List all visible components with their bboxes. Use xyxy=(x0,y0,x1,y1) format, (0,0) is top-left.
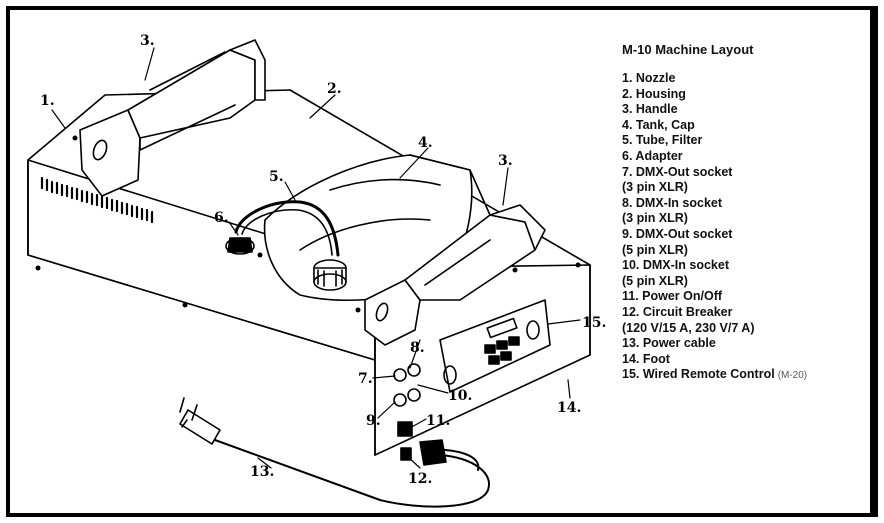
legend-item: 5. Tube, Filter xyxy=(622,133,703,148)
control-panel xyxy=(439,299,551,393)
legend-item: 8. DMX-In socket xyxy=(622,195,723,210)
callout-13: 13. xyxy=(250,464,274,480)
legend-item: (120 V/15 A, 230 V/7 A) xyxy=(622,320,755,335)
callout-3-left: 3. xyxy=(140,33,155,49)
legend-list: 1. Nozzle 2. Housing 3. Handle 4. Tank, … xyxy=(622,71,882,384)
legend-title: M-10 Machine Layout xyxy=(622,42,754,57)
legend-item: 4. Tank, Cap xyxy=(622,117,695,132)
legend-item: 2. Housing xyxy=(622,86,686,101)
legend-item: 14. Foot xyxy=(622,351,670,366)
callout-6: 6. xyxy=(214,210,229,226)
legend-item-remote-label: 15. Wired Remote Control xyxy=(622,367,775,382)
handle-right xyxy=(364,204,546,346)
legend-item: 13. Power cable xyxy=(622,336,716,351)
vent-slots xyxy=(40,176,154,224)
callout-4: 4. xyxy=(418,135,433,151)
legend-item: 11. Power On/Off xyxy=(622,289,723,304)
leader-lines xyxy=(51,47,581,469)
legend-item: 12. Circuit Breaker xyxy=(622,304,733,319)
legend-item: 7. DMX-Out socket xyxy=(622,164,733,179)
callout-9: 9. xyxy=(366,413,381,429)
callout-12: 12. xyxy=(408,471,432,487)
legend-remote-note: (M-20) xyxy=(777,370,808,382)
legend-item: (3 pin XLR) xyxy=(622,180,688,195)
legend-item-remote: 15. Wired Remote Control(M-20) xyxy=(622,367,882,384)
legend-item: (5 pin XLR) xyxy=(622,242,688,257)
machine-layout-legend: M-10 Machine Layout 1. Nozzle 2. Housing… xyxy=(622,42,882,384)
legend-item: 10. DMX-In socket xyxy=(622,258,729,273)
tube xyxy=(234,200,340,257)
callout-8: 8. xyxy=(410,340,425,356)
legend-item: 6. Adapter xyxy=(622,148,683,163)
legend-item: 9. DMX-Out socket xyxy=(622,226,733,241)
tank-cap xyxy=(313,259,347,291)
callout-15: 15. xyxy=(582,315,606,331)
callout-2: 2. xyxy=(327,81,342,97)
callout-10: 10. xyxy=(448,388,472,404)
callout-7: 7. xyxy=(358,371,373,387)
callout-1: 1. xyxy=(40,93,55,109)
legend-item: (5 pin XLR) xyxy=(622,273,688,288)
power-cable xyxy=(179,397,491,508)
callout-14: 14. xyxy=(557,400,581,416)
legend-item: 1. Nozzle xyxy=(622,71,676,85)
callout-11: 11. xyxy=(426,413,450,429)
sockets xyxy=(393,363,421,461)
callout-5: 5. xyxy=(269,169,284,185)
legend-item: 3. Handle xyxy=(622,102,678,117)
frame-right-bar xyxy=(874,6,878,517)
handle-left xyxy=(79,39,266,197)
legend-item: (3 pin XLR) xyxy=(622,211,688,226)
callout-3-right: 3. xyxy=(498,153,513,169)
adapter xyxy=(225,237,255,255)
